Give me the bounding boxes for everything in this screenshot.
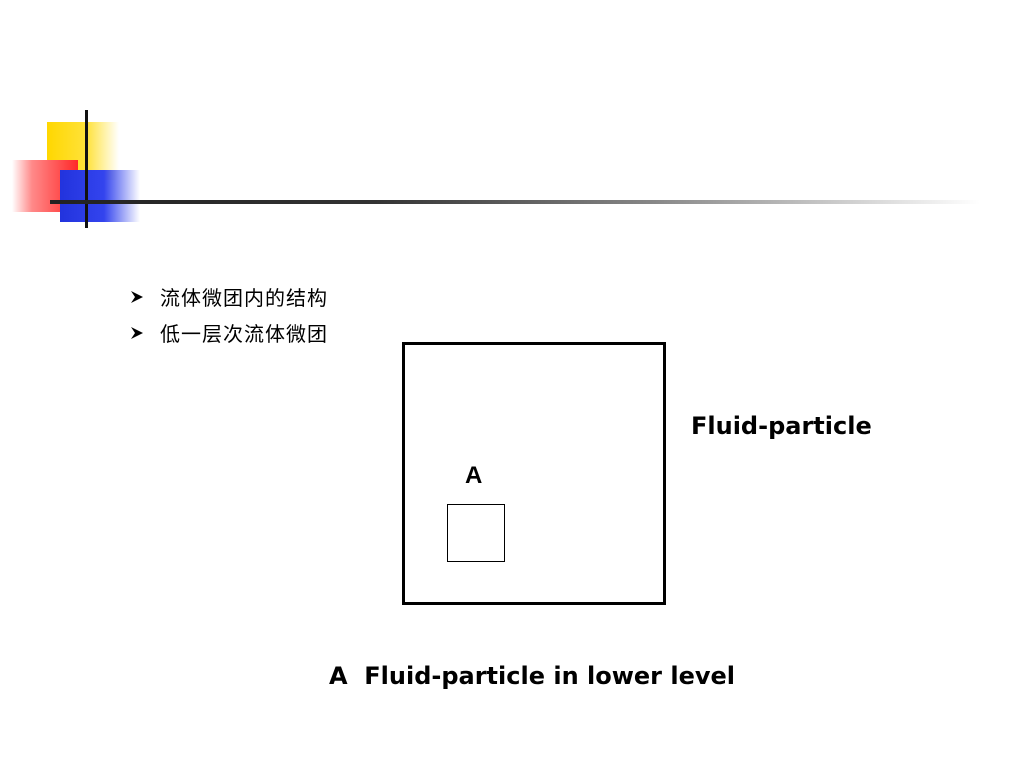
bullet-text: 流体微团内的结构 <box>160 285 328 310</box>
bullet-list: 流体微团内的结构 低一层次流体微团 <box>130 278 328 350</box>
label-a: A <box>465 462 483 489</box>
fluid-particle-box <box>402 342 666 605</box>
list-item: 低一层次流体微团 <box>130 314 328 350</box>
decor-vertical-line <box>85 110 88 228</box>
arrow-bullet-icon <box>130 289 144 303</box>
decor-horizontal-rule <box>50 200 980 204</box>
bullet-text: 低一层次流体微团 <box>160 321 328 346</box>
label-fluid-particle: Fluid-particle <box>691 412 872 440</box>
lower-level-particle-box <box>447 504 505 562</box>
figure-caption: A Fluid-particle in lower level <box>328 662 736 690</box>
decor-blue-square <box>60 170 140 222</box>
arrow-bullet-icon <box>130 325 144 339</box>
list-item: 流体微团内的结构 <box>130 278 328 314</box>
